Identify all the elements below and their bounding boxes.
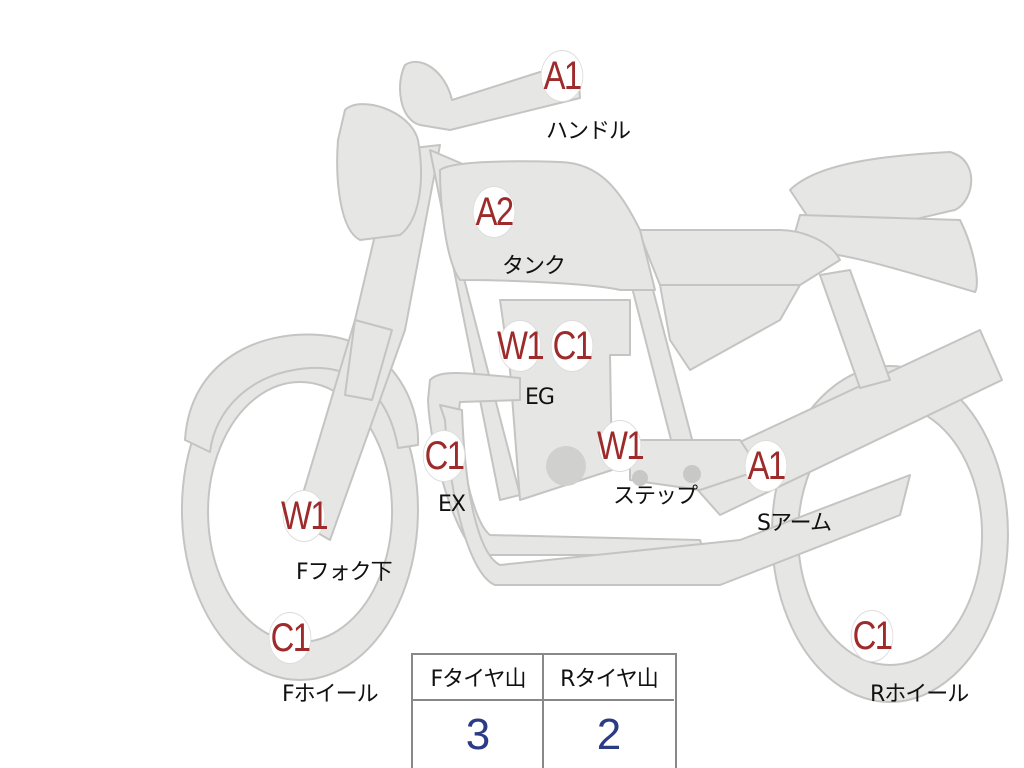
- footpeg-bar: [629, 439, 761, 491]
- table-divider: [542, 655, 544, 768]
- label-exhaust: EX: [438, 492, 466, 517]
- footpeg-right: [683, 465, 701, 483]
- tire-tread-table: Fタイヤ山 Rタイヤ山 3 2: [411, 653, 677, 768]
- marker-exhaust: C1: [422, 430, 466, 482]
- marker-handlebar: A1: [540, 50, 584, 102]
- fork-upper: [344, 319, 393, 401]
- label-rear-wheel: Rホイール: [870, 682, 969, 707]
- marker-engine-w1: W1: [497, 320, 545, 372]
- marker-tank: A2: [472, 186, 516, 238]
- label-swingarm: Sアーム: [757, 511, 832, 536]
- label-handlebar: ハンドル: [546, 119, 631, 144]
- header-rear-tire: Rタイヤ山: [544, 655, 674, 701]
- marker-engine-c1: C1: [550, 320, 594, 372]
- marker-fork-lower: W1: [281, 490, 329, 542]
- marker-swingarm: A1: [744, 440, 788, 492]
- label-tank: タンク: [502, 254, 566, 279]
- label-step: ステップ: [613, 484, 698, 509]
- label-fork-lower: Fフォク下: [296, 560, 393, 585]
- label-engine: EG: [525, 385, 555, 410]
- footpeg-left: [632, 470, 648, 486]
- marker-front-wheel: C1: [268, 612, 312, 664]
- side-cover: [659, 284, 801, 371]
- headlight: [336, 103, 422, 241]
- label-front-wheel: Fホイール: [282, 682, 379, 707]
- engine-cover: [546, 446, 586, 486]
- header-front-tire: Fタイヤ山: [413, 655, 543, 701]
- seat: [637, 229, 841, 286]
- marker-step: W1: [597, 420, 645, 472]
- rear-shock: [819, 269, 891, 389]
- value-rear-tire: 2: [596, 709, 622, 759]
- exhaust-lower: [439, 404, 911, 586]
- value-front-tire: 3: [465, 709, 491, 759]
- marker-rear-wheel: C1: [850, 610, 894, 662]
